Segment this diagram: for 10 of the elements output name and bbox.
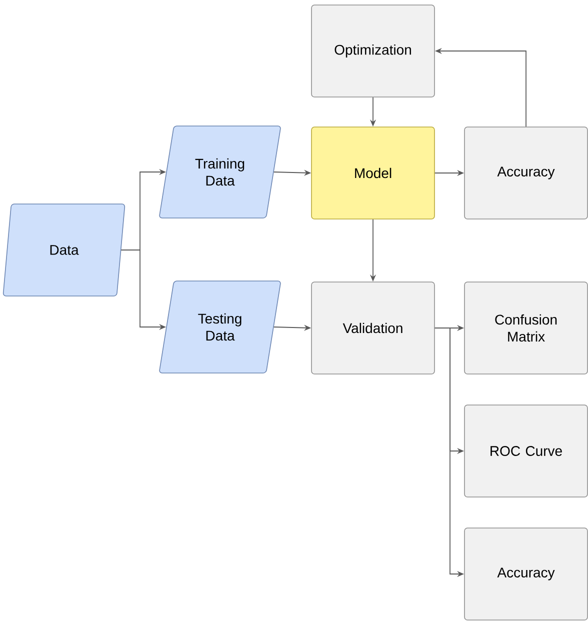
process-box: Accuracy xyxy=(464,528,588,620)
data-parallelogram: Data xyxy=(2,204,126,296)
process-box: Optimization xyxy=(311,4,435,98)
process-box: Accuracy xyxy=(464,126,588,220)
process-box: Validation xyxy=(311,282,435,374)
data-parallelogram: Training Data xyxy=(159,126,281,218)
data-parallelogram: Testing Data xyxy=(159,280,281,374)
process-box: ROC Curve xyxy=(464,404,588,498)
process-box: Model xyxy=(311,126,435,220)
process-box: Confusion Matrix xyxy=(464,282,588,374)
